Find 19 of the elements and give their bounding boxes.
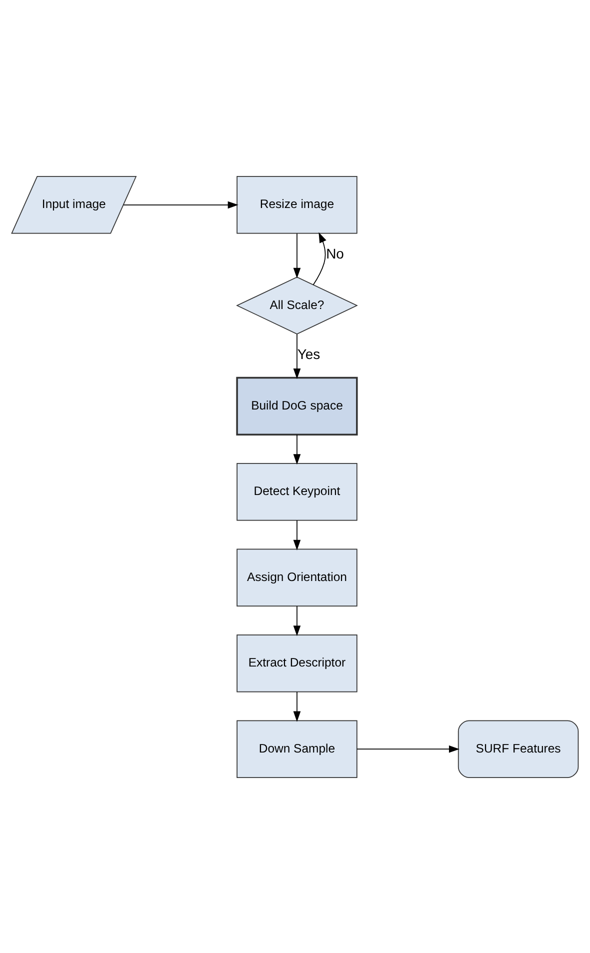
arrow [356,744,460,752]
node-diamond: All Scale? [236,276,358,334]
arrow [293,605,301,636]
edge-label: No [326,245,344,262]
node-box: Build DoG space [236,376,358,435]
arrow [293,691,301,722]
edge-label: Yes [297,346,320,362]
node-box: SURF Features [458,720,579,778]
arrow [312,232,326,285]
node-box: Assign Orientation [236,548,358,606]
arrow [293,333,301,378]
node-box: Extract Descriptor [236,634,358,692]
node-box: Detect Keypoint [236,462,358,520]
arrow [293,232,301,278]
node-box: Down Sample [236,720,358,778]
node-box: Resize image [236,176,358,234]
arrow [123,200,238,208]
arrow [293,520,301,550]
arrow [293,434,301,464]
